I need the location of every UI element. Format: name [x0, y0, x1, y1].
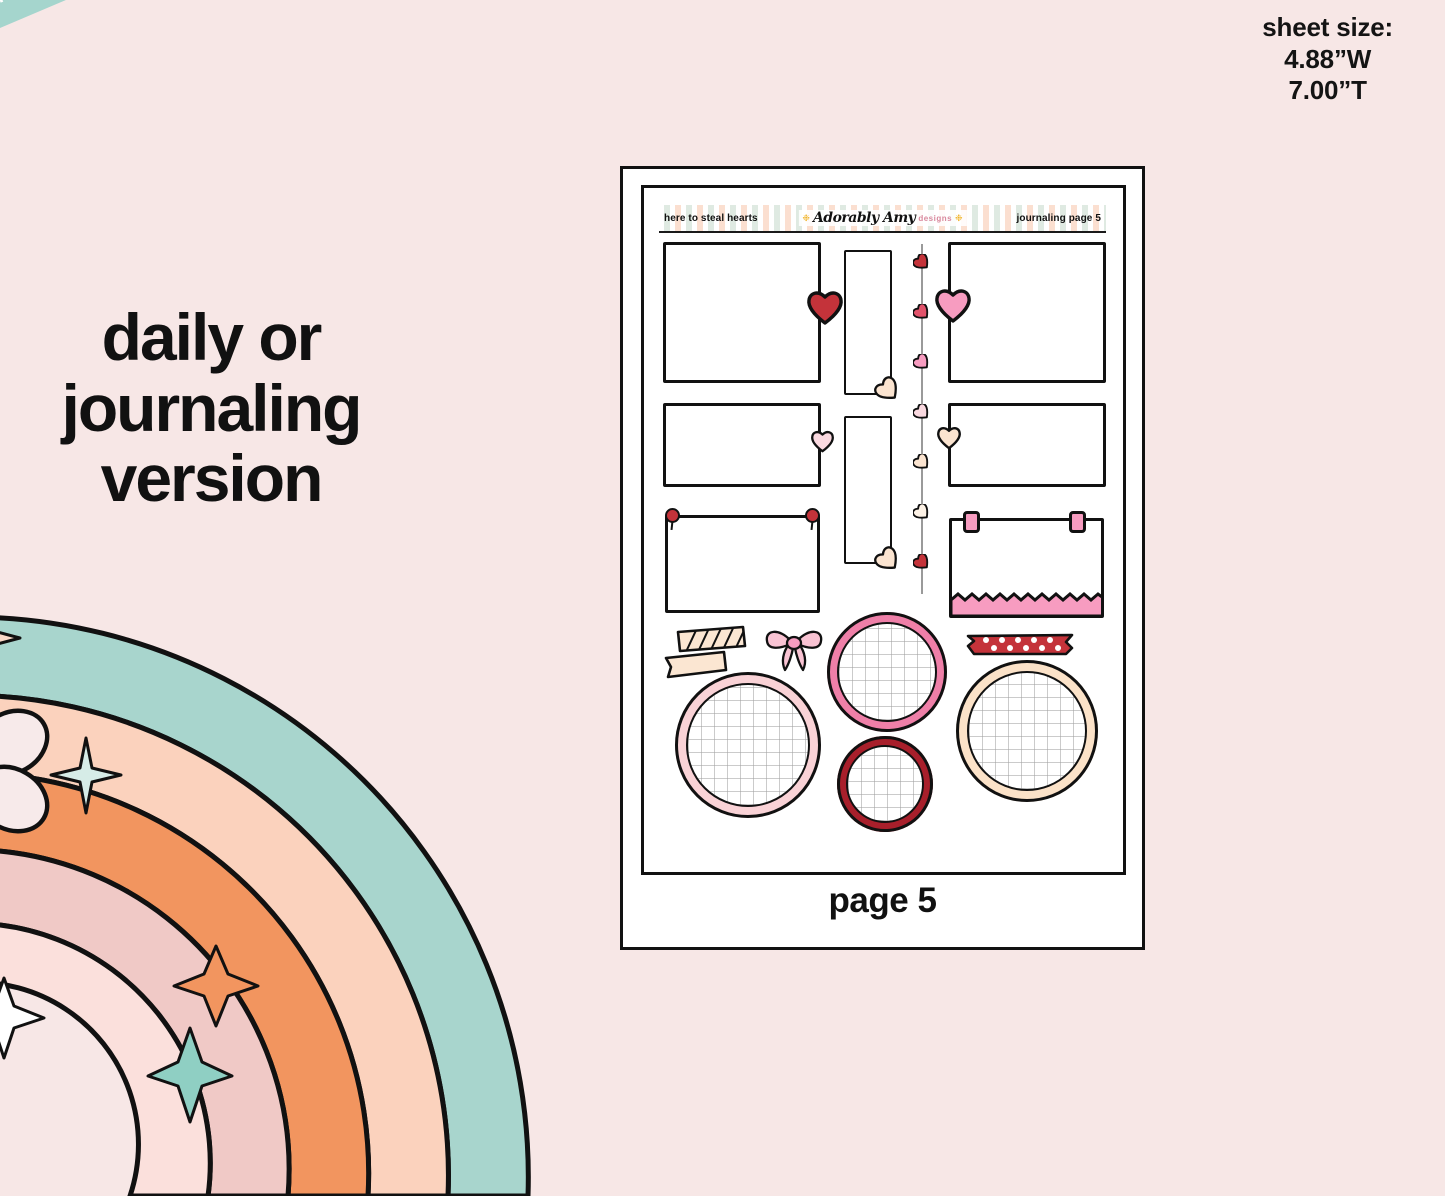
pink-heart-icon — [935, 288, 971, 323]
push-pin-icon — [665, 508, 680, 523]
cream-heart-icon — [937, 426, 961, 450]
headline-line-1: daily or — [101, 300, 323, 374]
push-pin-icon — [805, 508, 820, 523]
sticker-tall-box-left[interactable] — [844, 250, 892, 395]
headline-line-3: version — [100, 441, 324, 516]
sheet-size-block: sheet size: 4.88”W 7.00”T — [1262, 12, 1393, 107]
ribbon-text: PLAN LIFE AD♡RABLY • PLAN LIFE AD♡RABLY … — [0, 0, 416, 78]
circle-ring — [956, 660, 1098, 802]
pale-pink-heart-icon — [811, 430, 834, 453]
sheet-size-height: 7.00”T — [1288, 75, 1367, 106]
sticker-washi-plain[interactable] — [662, 648, 734, 680]
divider-heart-icon — [912, 352, 930, 375]
flower-icon: ❉ — [802, 212, 810, 223]
red-heart-icon — [807, 290, 843, 325]
brand-logo: ❉ Adorably Amy designs ❉ — [798, 210, 967, 226]
sparkle-star-icon — [172, 944, 260, 1028]
sticker-sheet: here to steal hearts ❉ Adorably Amy desi… — [641, 185, 1126, 875]
cream-heart-icon — [874, 546, 900, 571]
circle-ring — [827, 612, 947, 732]
sticker-large-box-top-right[interactable] — [948, 242, 1106, 383]
sparkle-star-icon — [146, 1026, 234, 1124]
circle-ring — [837, 736, 933, 832]
divider-heart-icon — [912, 552, 930, 575]
sticker-medium-box-mid-right[interactable] — [948, 403, 1106, 487]
divider-heart-icon — [912, 402, 930, 425]
sheet-size-label: sheet size: — [1262, 12, 1393, 42]
sticker-large-box-top-left[interactable] — [663, 242, 821, 383]
circle-grid-fill — [967, 671, 1087, 791]
page-title: daily or journaling version — [16, 302, 406, 514]
circle-grid-fill — [837, 622, 937, 722]
sticker-pinned-box[interactable] — [665, 515, 820, 613]
sticker-tall-box-left-lower[interactable] — [844, 416, 892, 564]
sticker-washi-polka-dot[interactable] — [966, 630, 1074, 660]
sparkle-star-icon — [49, 736, 123, 815]
circle-grid-fill — [846, 745, 924, 823]
divider-heart-icon — [912, 502, 930, 525]
circle-ring — [675, 672, 821, 818]
tape-tab-icon — [963, 511, 980, 533]
sticker-washi-striped[interactable] — [675, 624, 747, 654]
product-card: here to steal hearts ❉ Adorably Amy desi… — [620, 166, 1145, 950]
page-caption: page 5 — [828, 881, 937, 920]
sticker-medium-box-mid-left[interactable] — [663, 403, 821, 487]
sticker-grid-circle-pink[interactable] — [827, 612, 947, 732]
smiley-daisy-icon — [0, 708, 50, 834]
divider-heart-icon — [912, 252, 930, 275]
brand-logo-script: Adorably Amy — [812, 210, 916, 226]
divider-line — [921, 244, 923, 594]
ribbon-plan-life-adorably: PLAN LIFE AD♡RABLY • PLAN LIFE AD♡RABLY … — [0, 0, 751, 99]
ribbon-text: AD♡RABLY AMY DESIGNS• AD♡RABLY AMY DESIG… — [0, 0, 530, 186]
cream-heart-icon — [874, 376, 900, 401]
product-listing-image: PLAN LIFE AD♡RABLY • PLAN LIFE AD♡RABLY … — [0, 0, 1445, 1156]
sticker-grid-circle-cream[interactable] — [956, 660, 1098, 802]
sticker-grid-circle-dark-red[interactable] — [837, 736, 933, 832]
sheet-header-strip: here to steal hearts ❉ Adorably Amy desi… — [659, 205, 1106, 233]
sticker-taped-box-scallop[interactable] — [949, 518, 1104, 618]
sticker-grid-circle-light-pink[interactable] — [675, 672, 821, 818]
retro-rainbow-decoration — [0, 556, 568, 1196]
sticker-canvas — [659, 238, 1109, 863]
brand-logo-sub: designs — [918, 213, 953, 223]
sheet-size-width: 4.88”W — [1284, 43, 1372, 74]
sparkle-star-icon — [0, 976, 46, 1060]
tape-tab-icon — [1069, 511, 1086, 533]
sheet-page-label: journaling page 5 — [1016, 212, 1101, 224]
divider-heart-icon — [912, 452, 930, 475]
flower-icon: ❉ — [955, 212, 963, 223]
sparkle-star-icon — [0, 631, 22, 645]
heart-divider — [912, 244, 932, 594]
scallop-trim-icon — [952, 592, 1101, 615]
sheet-title-left: here to steal hearts — [664, 212, 758, 224]
circle-grid-fill — [686, 683, 810, 807]
headline-line-2: journaling — [61, 370, 363, 445]
divider-heart-icon — [912, 302, 930, 325]
sticker-bow[interactable] — [763, 624, 825, 674]
